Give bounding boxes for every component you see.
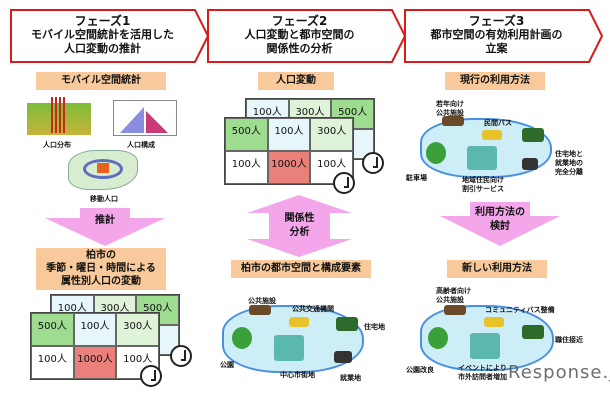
watermark: Response.jp <box>508 362 610 383</box>
phase-title: フェーズ2 <box>271 14 328 28</box>
arrow-label: 分析 <box>289 227 310 238</box>
phase-line: 都市空間の有効利用計画の <box>430 28 563 41</box>
label-line: 割引サービス <box>462 185 504 193</box>
urban-space-label: 柏市の都市空間と構成要素 <box>231 260 371 278</box>
box-line: 柏市の <box>86 250 116 261</box>
current-usage-label: 現行の利用方法 <box>445 72 545 90</box>
map-label: 若年向け公共施設 <box>436 100 464 118</box>
label-line: 若年向け <box>436 100 464 108</box>
bus-icon <box>482 130 502 140</box>
map-label: 公園 <box>220 361 234 369</box>
movement-map-image <box>68 150 138 190</box>
kashiwa-population-variation-box: 柏市の季節・曜日・時間による属性別人口の変動 <box>36 248 166 290</box>
map-label: 民間バス <box>484 119 512 127</box>
bus-icon <box>484 317 504 327</box>
grid-cell: 500人 <box>225 118 268 151</box>
clock-icon <box>333 172 355 194</box>
map-label: 就業地 <box>340 374 361 382</box>
park-icon <box>426 142 446 164</box>
map-label: 公共交通機関 <box>292 305 334 313</box>
grid-cell: 300人 <box>116 313 159 346</box>
grid-cell: 1000人 <box>267 151 311 184</box>
label-line: 高齢者向け <box>436 287 471 295</box>
grid-cell: 100人 <box>267 118 311 151</box>
grid-cell: 500人 <box>31 313 74 346</box>
map-label: 住宅地と就業地の完全分離 <box>555 150 583 177</box>
grid-cell: 300人 <box>310 118 353 151</box>
workplace-icon <box>522 158 538 170</box>
mobile-stats-label: モバイル空間統計 <box>36 72 166 90</box>
label-line: 完全分離 <box>555 168 583 176</box>
current-usage-map <box>420 116 552 178</box>
label-line: 住宅地と <box>555 150 583 158</box>
grid-cell: 100人 <box>73 313 117 346</box>
estimate-arrow: 推計 <box>45 208 165 246</box>
phase-line: モバイル空間統計を活用した <box>31 28 174 41</box>
label-line: 地域住民向け <box>462 176 504 184</box>
map-label: 職住接近 <box>555 336 583 344</box>
phase-line: 人口変動と都市空間の <box>244 28 355 41</box>
houses-icon <box>336 317 358 331</box>
box-line: 季節・曜日・時間による <box>46 263 156 274</box>
map-label: 公園改良 <box>406 366 434 374</box>
new-usage-map <box>420 305 554 371</box>
houses-icon <box>522 128 544 142</box>
relationship-analysis-arrow: 関係性 分析 <box>247 195 352 257</box>
urban-space-map <box>222 305 364 373</box>
clock-icon <box>170 345 192 367</box>
grid-cell: 1000人 <box>73 346 117 379</box>
map-label: 中心市街地 <box>280 371 315 379</box>
phase-line: 関係性の分析 <box>266 42 333 55</box>
city-center-icon <box>274 335 304 361</box>
map-label: 住宅地 <box>364 323 385 331</box>
arrow-label: 検討 <box>490 221 510 232</box>
map-label: イベントにより市外訪問者増加 <box>458 364 507 382</box>
workplace-icon <box>334 351 352 363</box>
caption-population-distribution: 人口分布 <box>43 141 71 149</box>
label-line: イベントにより <box>458 364 507 372</box>
map-label: コミュニティバス整備 <box>485 306 555 314</box>
phase-title: フェーズ1 <box>74 14 131 28</box>
grid-cell: 100人 <box>31 346 74 379</box>
public-facility-icon <box>442 116 464 126</box>
phase-title: フェーズ3 <box>468 14 525 28</box>
city-center-icon <box>467 146 497 170</box>
population-pyramid-image <box>113 100 177 136</box>
public-facility-icon <box>249 305 271 315</box>
park-icon <box>428 327 448 349</box>
population-variation-label: 人口変動 <box>258 72 334 90</box>
park-icon <box>232 327 252 349</box>
label-line: 公共施設 <box>436 109 464 117</box>
label-line: 就業地の <box>555 159 583 167</box>
arrow-label: 関係性 <box>284 213 315 224</box>
bus-icon <box>289 317 309 327</box>
label-line: 市外訪問者増加 <box>458 373 507 381</box>
phase-line: 立案 <box>485 42 508 55</box>
arrow-label: 利用方法の <box>475 207 525 218</box>
map-label: 地域住民向け割引サービス <box>462 176 504 194</box>
population-distribution-image <box>27 97 91 135</box>
phase-line: 人口変動の推計 <box>64 42 141 55</box>
map-label: 高齢者向け公共施設 <box>436 287 471 305</box>
caption-movement-population: 移動人口 <box>90 195 118 203</box>
map-label: 公共施設 <box>248 297 276 305</box>
grid-cell: 100人 <box>225 151 268 184</box>
houses-icon <box>522 325 544 339</box>
caption-population-structure: 人口構成 <box>127 141 155 149</box>
city-center-icon <box>470 333 500 359</box>
new-usage-label: 新しい利用方法 <box>447 260 547 278</box>
arrow-label: 推計 <box>95 215 115 226</box>
box-line: 属性別人口の変動 <box>61 276 141 287</box>
map-label: 駐車場 <box>406 174 427 182</box>
clock-icon <box>362 152 384 174</box>
usage-review-arrow: 利用方法の 検討 <box>440 202 560 246</box>
clock-icon <box>140 365 162 387</box>
label-line: 公共施設 <box>436 296 464 304</box>
public-facility-icon <box>444 305 466 315</box>
